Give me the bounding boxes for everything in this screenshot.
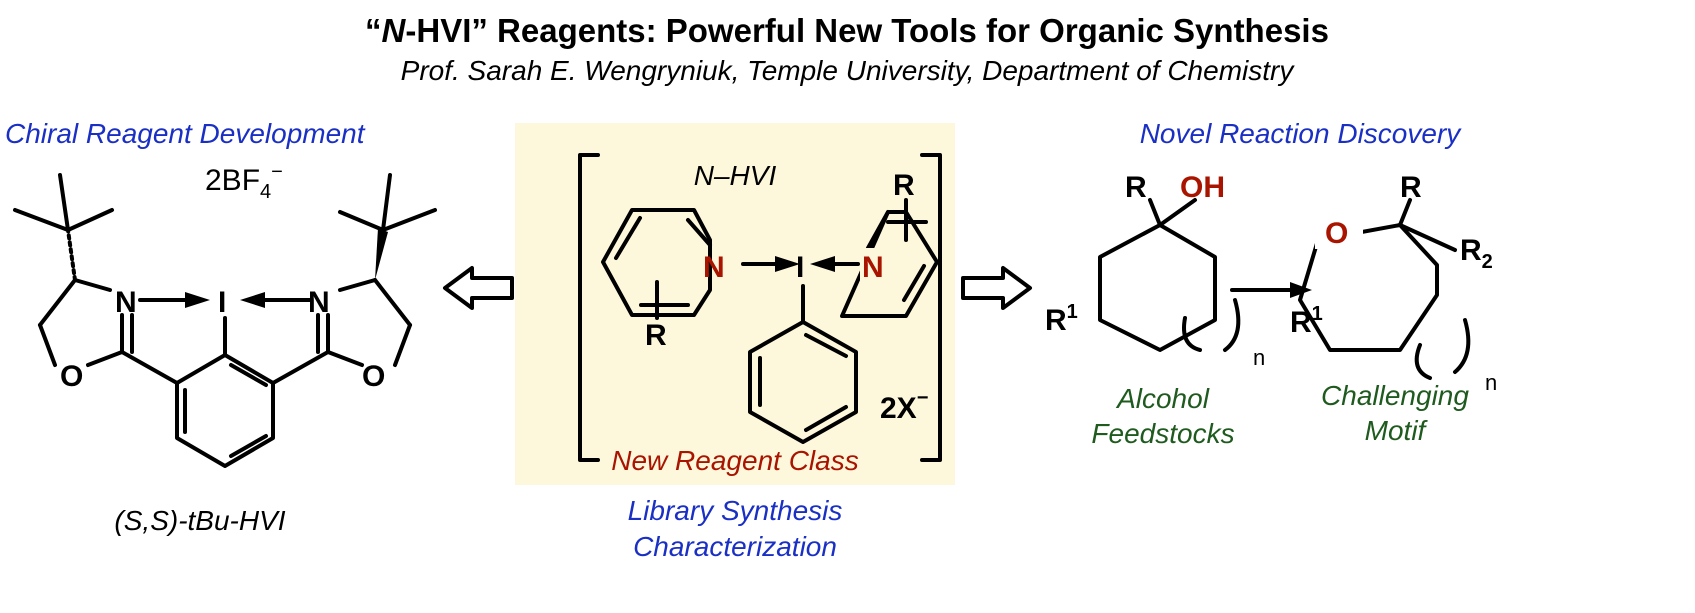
- atom-i: I: [796, 251, 804, 284]
- challenging-caption: Challenging: [1321, 380, 1469, 411]
- tbu-hvi-structure: [13, 173, 437, 468]
- motif-caption: Motif: [1365, 415, 1429, 446]
- n-hvi-structure: [578, 153, 942, 462]
- ring-size-n: n: [1253, 345, 1265, 370]
- substituent-r: R: [645, 319, 667, 352]
- ring-size-n: n: [1485, 370, 1497, 395]
- hollow-arrow-right-icon: [961, 266, 1032, 310]
- substituent-r1: R1: [1290, 303, 1323, 339]
- counterion-2x: 2X−: [880, 387, 928, 425]
- atom-o: O: [362, 360, 385, 393]
- atom-n-left: N: [703, 251, 725, 284]
- atom-n-right: N: [862, 251, 884, 284]
- substituent-r2: R2: [1460, 234, 1493, 273]
- substituent-r: R: [1400, 171, 1422, 204]
- atom-n: N: [308, 286, 330, 319]
- hydroxyl-group: OH: [1180, 171, 1225, 204]
- alcohol-caption: Alcohol: [1115, 383, 1210, 414]
- n-hvi-label: N–HVI: [694, 160, 777, 191]
- reagent-name: (S,S)-tBu-HVI: [114, 505, 285, 536]
- alcohol-structure: [1098, 198, 1471, 380]
- new-reagent-class-label: New Reagent Class: [611, 445, 858, 476]
- atom-o: O: [60, 360, 83, 393]
- atom-i: I: [218, 286, 226, 319]
- substituent-r: R: [1125, 171, 1147, 204]
- chiral-heading: Chiral Reagent Development: [5, 118, 366, 149]
- page-title: “N-HVI” Reagents: Powerful New Tools for…: [365, 12, 1329, 49]
- substituent-r: R: [893, 169, 915, 202]
- substituent-r1: R1: [1045, 301, 1078, 337]
- counterion-bf4: 2BF4−: [205, 161, 283, 203]
- atom-o: O: [1325, 217, 1348, 250]
- characterization-label: Characterization: [633, 531, 837, 562]
- novel-reaction-heading: Novel Reaction Discovery: [1140, 118, 1463, 149]
- feedstocks-caption: Feedstocks: [1091, 418, 1234, 449]
- subtitle: Prof. Sarah E. Wengryniuk, Temple Univer…: [401, 55, 1296, 86]
- reagent-class-box: [515, 123, 955, 485]
- hollow-arrow-left-icon: [443, 266, 514, 310]
- atom-n: N: [115, 286, 137, 319]
- library-synthesis-label: Library Synthesis: [628, 495, 843, 526]
